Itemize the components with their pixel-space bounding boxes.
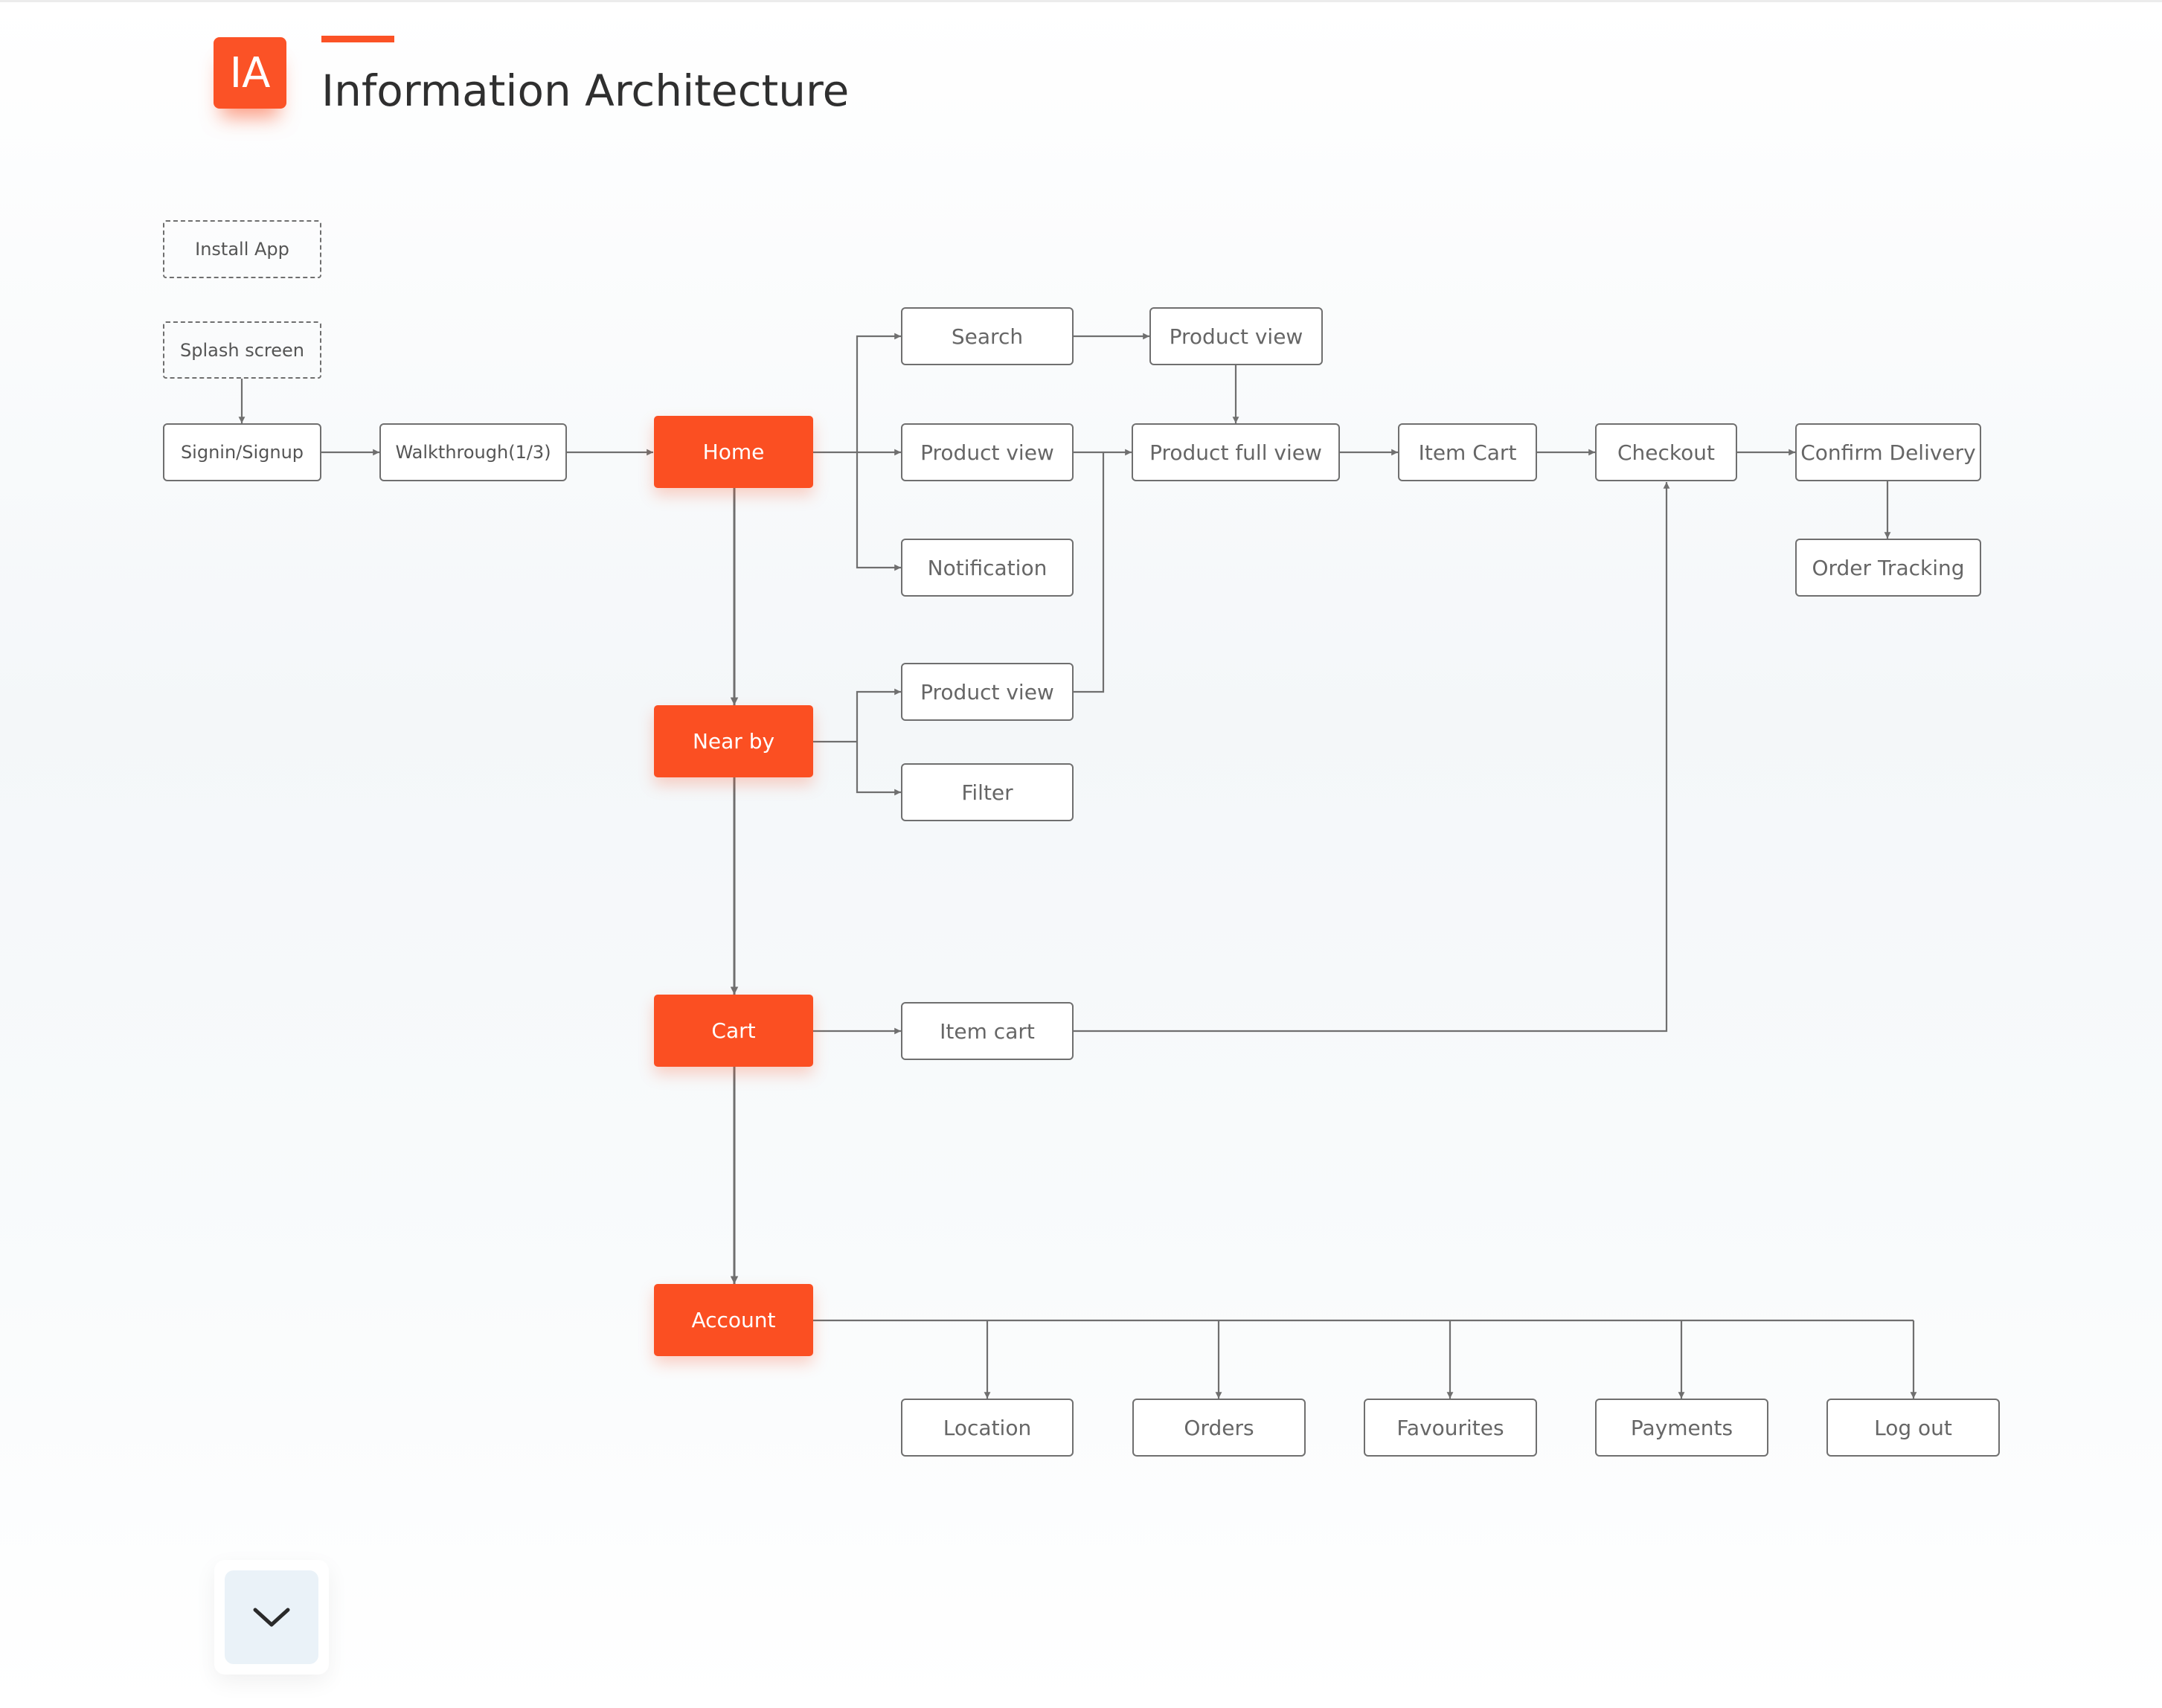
edge-home-to-notification: [856, 452, 901, 571]
node-item-cart-top: Item Cart: [1398, 423, 1537, 481]
edge-nearby-product-view-to-full-view: [1074, 452, 1105, 693]
page-title: Information Architecture: [321, 65, 850, 116]
node-orders: Orders: [1132, 1399, 1306, 1457]
chevron-down-icon: [253, 1608, 290, 1627]
scroll-down-button[interactable]: [225, 1570, 318, 1664]
title-accent-bar: [321, 36, 394, 42]
node-account: Account: [654, 1284, 813, 1356]
edge-nearby-to-filter: [856, 742, 901, 796]
node-product-view-home: Product view: [901, 423, 1074, 481]
node-search: Search: [901, 307, 1074, 365]
node-near-by: Near by: [654, 705, 813, 777]
node-notification: Notification: [901, 539, 1074, 597]
edge-home-to-search: [856, 333, 901, 452]
node-product-full-view: Product full view: [1132, 423, 1340, 481]
node-location: Location: [901, 1399, 1074, 1457]
edge-item-cart-to-checkout: [1074, 482, 1670, 1033]
node-confirm-delivery: Confirm Delivery: [1795, 423, 1981, 481]
node-checkout: Checkout: [1595, 423, 1737, 481]
node-item-cart: Item cart: [901, 1002, 1074, 1060]
node-home: Home: [654, 416, 813, 488]
node-splash-screen: Splash screen: [163, 321, 321, 379]
node-product-view-top: Product view: [1149, 307, 1323, 365]
node-install-app: Install App: [163, 220, 321, 278]
node-favourites: Favourites: [1364, 1399, 1537, 1457]
ia-logo-badge: IA: [214, 37, 286, 109]
node-order-tracking: Order Tracking: [1795, 539, 1981, 597]
top-border: [0, 0, 2162, 2]
node-log-out: Log out: [1826, 1399, 2000, 1457]
node-product-view-nearby: Product view: [901, 663, 1074, 721]
node-filter: Filter: [901, 763, 1074, 821]
node-cart: Cart: [654, 995, 813, 1067]
node-payments: Payments: [1595, 1399, 1768, 1457]
scroll-card: [214, 1560, 329, 1675]
node-walkthrough: Walkthrough(1/3): [379, 423, 567, 481]
node-signin-signup: Signin/Signup: [163, 423, 321, 481]
edge-nearby-to-product-view: [856, 688, 901, 742]
